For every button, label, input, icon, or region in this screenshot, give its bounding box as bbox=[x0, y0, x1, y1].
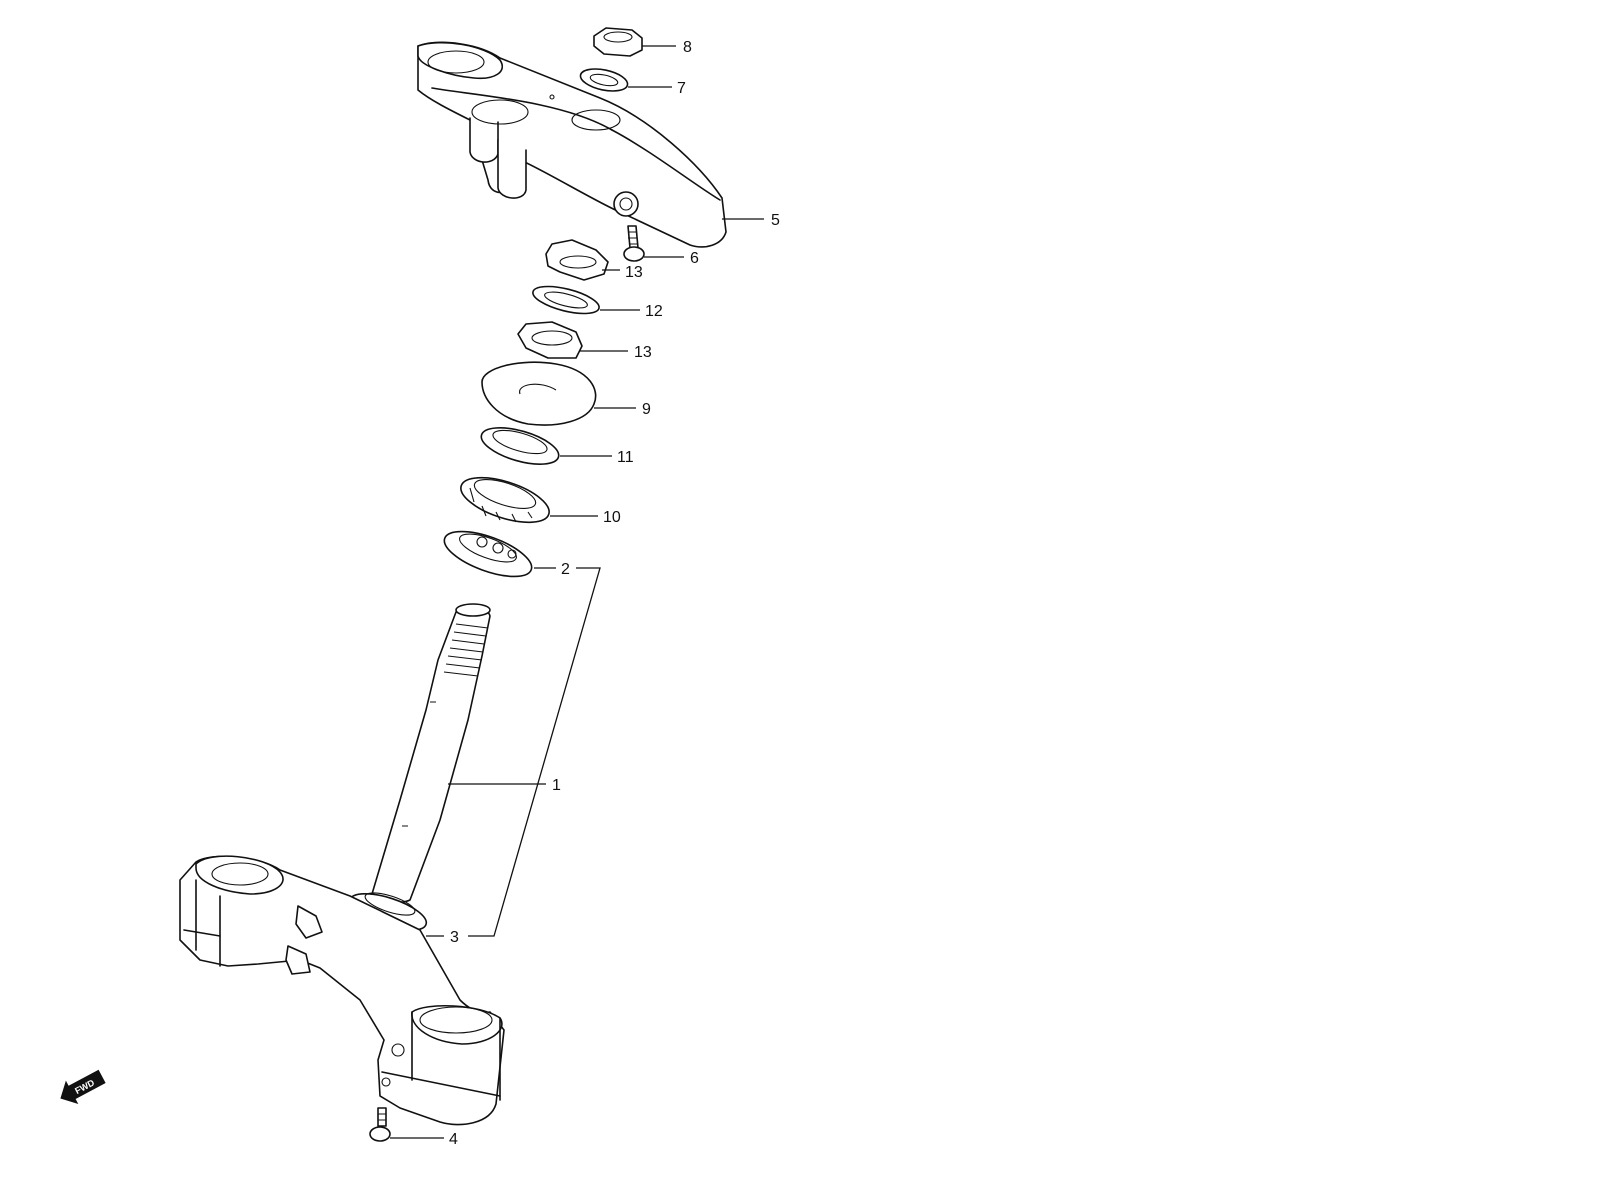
race-2-part bbox=[443, 530, 533, 578]
locknut-13-lower-part bbox=[517, 321, 583, 359]
steering-stem-part bbox=[348, 603, 491, 931]
callout-6: 6 bbox=[690, 250, 699, 267]
lower-bracket-part bbox=[179, 855, 505, 1126]
race-11-part bbox=[480, 427, 560, 465]
washer-7-part bbox=[579, 68, 629, 92]
callout-4: 4 bbox=[449, 1131, 458, 1148]
bearing-10-part bbox=[460, 476, 550, 524]
callout-labels: 8 7 5 6 13 12 13 9 11 10 2 1 3 4 bbox=[449, 39, 780, 1148]
callout-2: 2 bbox=[561, 561, 570, 578]
callout-10: 10 bbox=[603, 509, 621, 526]
bolt-6-part bbox=[623, 225, 645, 262]
callout-3: 3 bbox=[450, 929, 459, 946]
callout-7: 7 bbox=[677, 80, 686, 97]
callout-12: 12 bbox=[645, 303, 663, 320]
leader-lines bbox=[390, 45, 764, 1139]
callout-9: 9 bbox=[642, 401, 651, 418]
callout-1: 1 bbox=[552, 777, 561, 794]
dust-seal-9-part bbox=[481, 361, 597, 426]
nut-8-part bbox=[593, 27, 643, 57]
locknut-13-upper-part bbox=[545, 239, 609, 281]
upper-bracket-part bbox=[417, 41, 727, 248]
bolt-4-part bbox=[369, 1107, 391, 1142]
callout-8: 8 bbox=[683, 39, 692, 56]
callout-13-lower: 13 bbox=[634, 344, 652, 361]
callout-5: 5 bbox=[771, 212, 780, 229]
callout-13-upper: 13 bbox=[625, 264, 643, 281]
washer-12-part bbox=[532, 285, 600, 315]
callout-11: 11 bbox=[617, 449, 634, 466]
fwd-arrow-icon: FWD bbox=[60, 1069, 106, 1104]
